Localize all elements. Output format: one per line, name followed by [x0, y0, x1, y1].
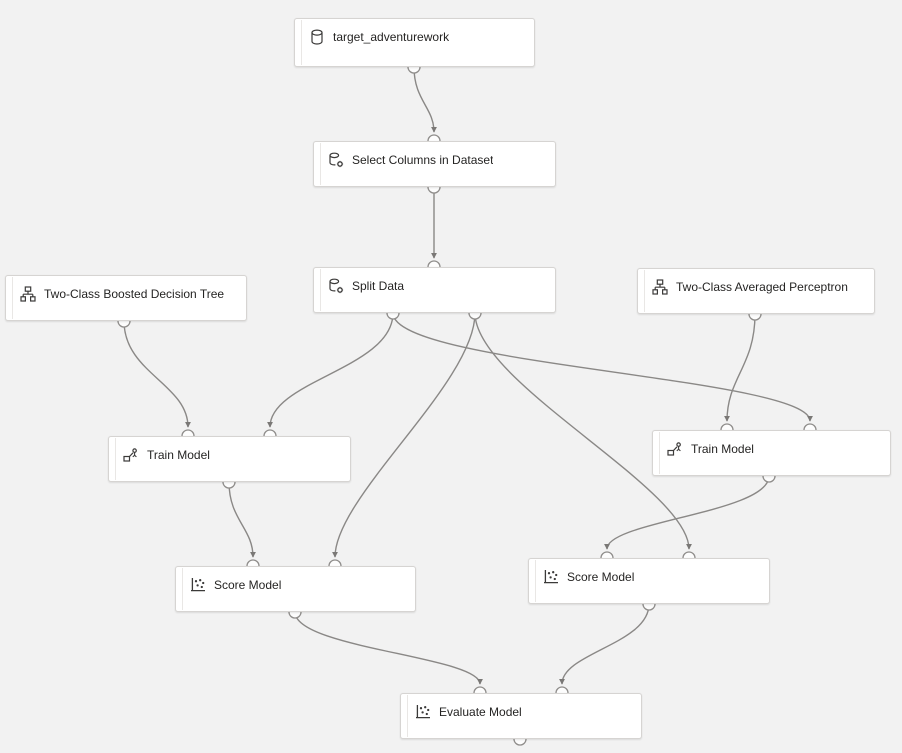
- edge-train-right.out0-to-score-right.in0[interactable]: [604, 475, 770, 550]
- tree-icon: [652, 279, 668, 295]
- edge-score-right.out0-to-evaluate.in1[interactable]: [559, 603, 650, 685]
- node-status-stripe: [320, 269, 321, 311]
- edge-perceptron.out0-to-train-right.in0[interactable]: [724, 313, 756, 422]
- train-icon: [667, 441, 683, 457]
- node-label: Select Columns in Dataset: [352, 153, 494, 167]
- database-icon: [309, 29, 325, 45]
- node-label: Two-Class Boosted Decision Tree: [44, 287, 225, 301]
- node-status-stripe: [407, 695, 408, 737]
- node-train-right[interactable]: Train Model: [652, 430, 891, 476]
- node-status-stripe: [320, 143, 321, 185]
- node-status-stripe: [301, 20, 302, 65]
- node-status-stripe: [659, 432, 660, 474]
- node-label: Train Model: [691, 442, 754, 456]
- node-label: Two-Class Averaged Perceptron: [676, 280, 848, 294]
- node-label: Train Model: [147, 448, 210, 462]
- scatter-icon: [543, 569, 559, 585]
- node-label: Split Data: [352, 279, 405, 293]
- edge-train-left.out0-to-score-left.in0[interactable]: [228, 481, 256, 558]
- node-perceptron[interactable]: Two-Class Averaged Perceptron: [637, 268, 875, 314]
- node-split-data[interactable]: Split Data: [313, 267, 556, 313]
- edge-split-data.out0-to-train-right.in1[interactable]: [392, 312, 813, 422]
- node-status-stripe: [12, 277, 13, 319]
- train-icon: [123, 447, 139, 463]
- node-status-stripe: [182, 568, 183, 610]
- scatter-icon: [415, 704, 431, 720]
- database-gear-icon: [328, 152, 344, 168]
- node-evaluate[interactable]: Evaluate Model: [400, 693, 642, 739]
- edge-score-left.out0-to-evaluate.in0[interactable]: [294, 611, 483, 685]
- database-gear-icon: [328, 278, 344, 294]
- node-label: Evaluate Model: [439, 705, 522, 719]
- node-label: target_adventurework: [333, 30, 450, 44]
- node-boosted-tree[interactable]: Two-Class Boosted Decision Tree: [5, 275, 247, 321]
- edge-split-data.out1-to-score-left.in1[interactable]: [332, 312, 476, 558]
- edge-split-data.out1-to-score-right.in1[interactable]: [474, 312, 692, 550]
- node-dataset[interactable]: target_adventurework: [294, 18, 535, 67]
- edge-split-data.out0-to-train-left.in1[interactable]: [267, 312, 394, 428]
- edge-boosted-tree.out0-to-train-left.in0[interactable]: [123, 320, 191, 428]
- scatter-icon: [190, 577, 206, 593]
- tree-icon: [20, 286, 36, 302]
- node-label: Score Model: [567, 570, 635, 584]
- edge-dataset.out0-to-select-columns.in0[interactable]: [413, 66, 437, 133]
- node-status-stripe: [115, 438, 116, 480]
- node-train-left[interactable]: Train Model: [108, 436, 351, 482]
- node-status-stripe: [535, 560, 536, 602]
- node-label: Score Model: [214, 578, 282, 592]
- node-select-columns[interactable]: Select Columns in Dataset: [313, 141, 556, 187]
- node-status-stripe: [644, 270, 645, 312]
- node-score-right[interactable]: Score Model: [528, 558, 770, 604]
- node-score-left[interactable]: Score Model: [175, 566, 416, 612]
